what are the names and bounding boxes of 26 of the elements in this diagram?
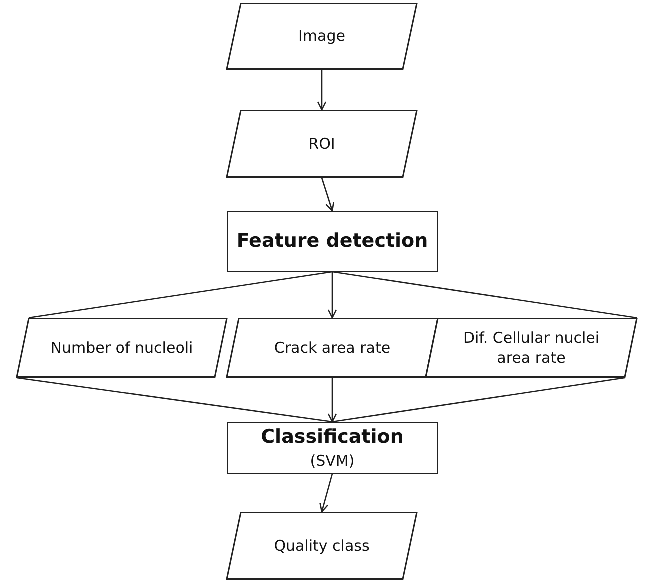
arrow: [321, 178, 335, 212]
connector-line: [16, 377, 333, 423]
connector-line: [332, 377, 626, 423]
connector-line: [28, 271, 333, 319]
arrow: [320, 474, 334, 513]
process-box: [227, 422, 438, 474]
io-parallelogram: [17, 318, 227, 378]
node-label: Image: [298, 26, 346, 47]
io-parallelogram: [227, 3, 417, 70]
io-parallelogram: [227, 512, 417, 580]
node-label: Feature detection: [236, 228, 428, 254]
arrow: [328, 272, 338, 319]
io-parallelogram: [227, 110, 417, 178]
node-label: Dif. Cellular nuclei area rate: [462, 328, 601, 368]
io-parallelogram: [227, 318, 438, 378]
node-label: ROI: [308, 134, 336, 154]
node-label: Classification: [261, 425, 404, 450]
node-label: Crack area rate: [274, 338, 391, 358]
node-label: Number of nucleoli: [50, 338, 194, 358]
arrow: [328, 378, 338, 423]
io-parallelogram: [426, 318, 637, 378]
node-sublabel: (SVM): [310, 450, 355, 471]
process-box: [227, 211, 438, 272]
connector-line: [332, 271, 638, 319]
node-label: Quality class: [274, 536, 370, 556]
arrow: [317, 70, 327, 111]
